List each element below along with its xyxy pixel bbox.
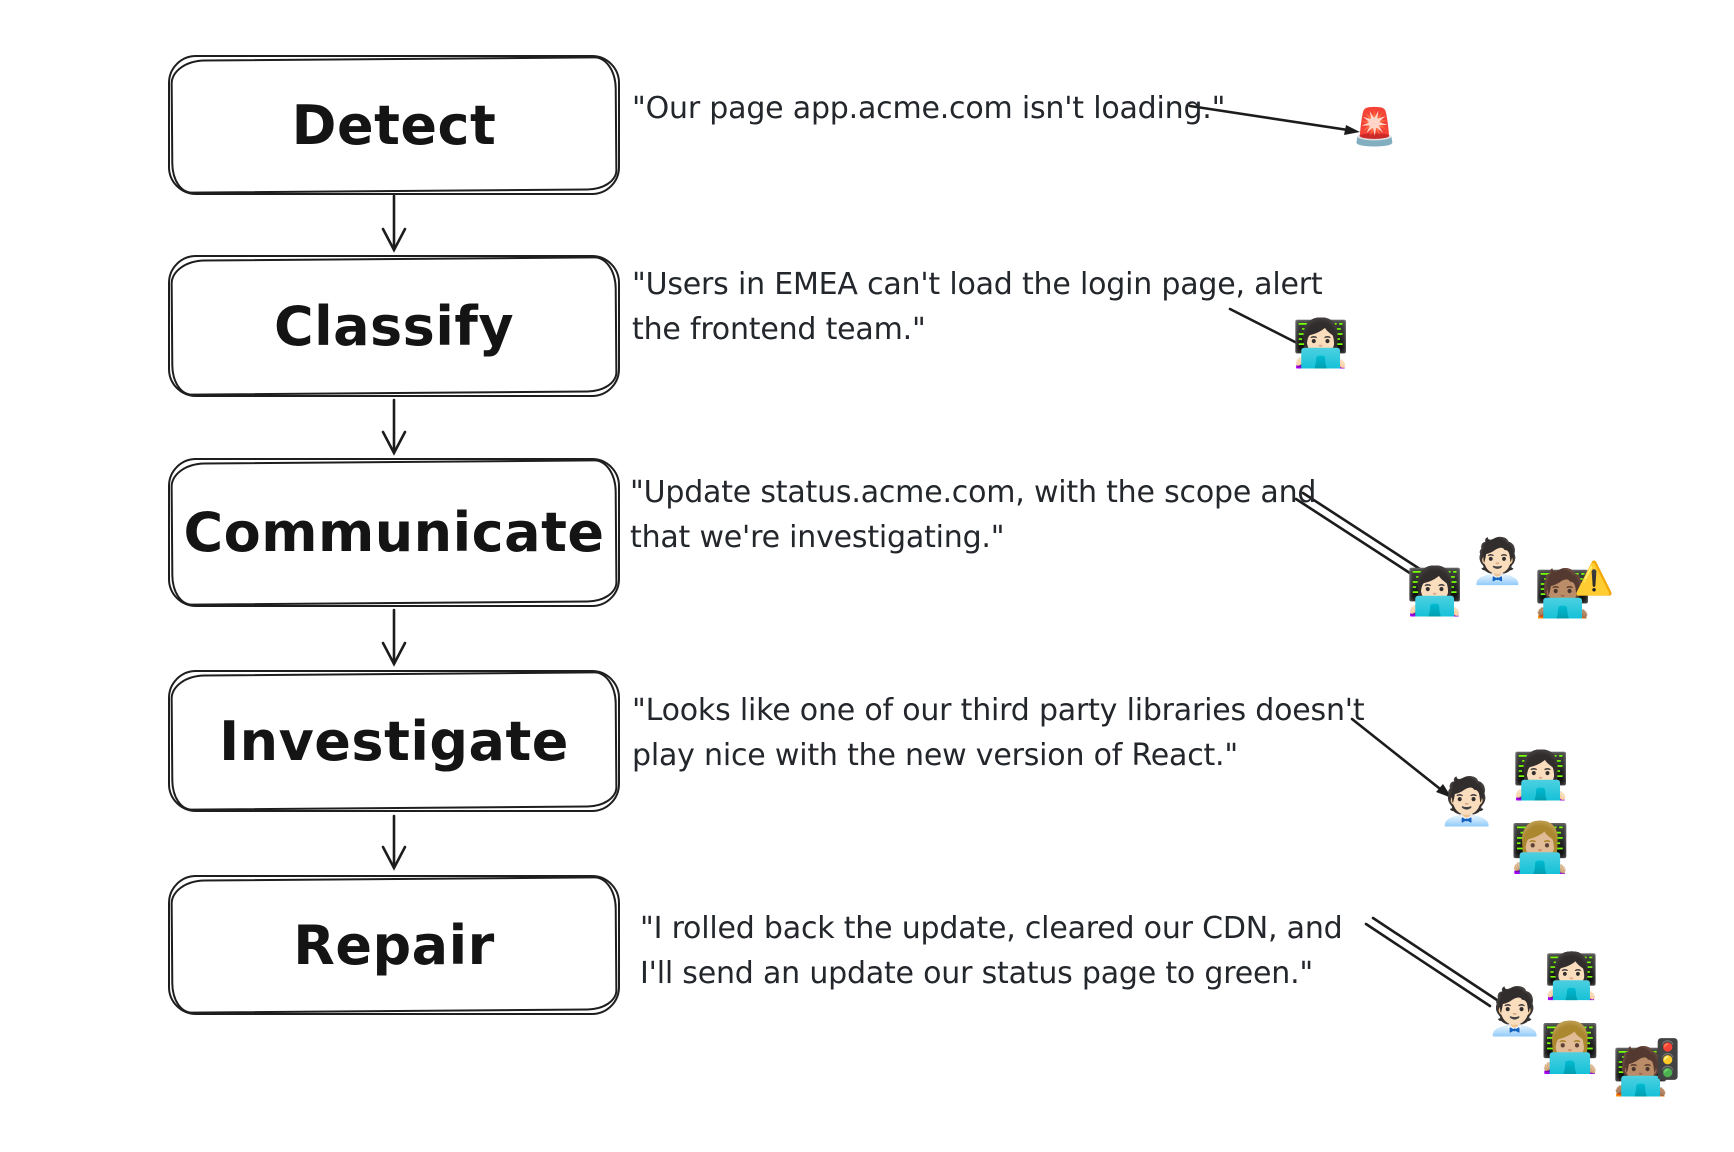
- woman-technologist-blonde-icon: 👩🏼‍💻: [1540, 1020, 1600, 1076]
- woman-technologist-icon: 👩🏻‍💻: [1544, 951, 1599, 1002]
- office-worker-icon: 🧑🏻‍💼: [1486, 984, 1544, 1038]
- quote-investigate: "Looks like one of our third party libra…: [632, 693, 1365, 773]
- woman-technologist-icon: 👩🏻‍💻: [1512, 748, 1570, 802]
- flow-step-classify: Classify: [168, 255, 620, 397]
- flow-arrow-classify-communicate: [381, 398, 407, 456]
- flow-step-communicate: Communicate: [168, 458, 620, 607]
- quote-communicate: "Update status.acme.com, with the scope …: [630, 475, 1317, 555]
- quote-classify: "Users in EMEA can't load the login page…: [632, 267, 1323, 347]
- flow-step-label: Detect: [291, 93, 497, 157]
- technologist-medium-skin-icon: 🧑🏽‍💻: [1534, 566, 1592, 620]
- office-worker-icon: 🧑🏻‍💼: [1438, 774, 1496, 828]
- woman-technologist-icon: 👩🏻‍💻: [1292, 316, 1350, 370]
- quote-connector-repair: [1364, 916, 1499, 1008]
- siren-icon: 🚨: [1352, 107, 1397, 148]
- warning-icon: ⚠️: [1574, 559, 1614, 597]
- flow-arrow-investigate-repair: [381, 814, 407, 871]
- quote-connector-investigate: [1350, 717, 1452, 798]
- flow-step-detect: Detect: [168, 55, 620, 195]
- flow-step-label: Communicate: [183, 501, 605, 564]
- flow-arrow-detect-classify: [381, 194, 407, 253]
- traffic-light-icon: 🚦: [1644, 1037, 1692, 1081]
- technologist-medium-skin-icon: 🧑🏽‍💻: [1612, 1044, 1670, 1098]
- woman-technologist-blonde-icon: 👩🏼‍💻: [1510, 820, 1570, 876]
- flow-step-label: Classify: [273, 294, 515, 358]
- flow-step-investigate: Investigate: [168, 670, 620, 812]
- flow-arrow-communicate-investigate: [381, 608, 407, 667]
- quote-detect: "Our page app.acme.com isn't loading.": [632, 91, 1226, 126]
- woman-technologist-icon: 👩🏻‍💻: [1406, 564, 1464, 618]
- flow-step-label: Investigate: [219, 709, 569, 773]
- office-worker-icon: 🧑🏻‍💼: [1470, 536, 1525, 587]
- quote-repair: "I rolled back the update, cleared our C…: [640, 911, 1343, 991]
- flow-step-repair: Repair: [168, 875, 620, 1015]
- flow-step-label: Repair: [293, 913, 495, 977]
